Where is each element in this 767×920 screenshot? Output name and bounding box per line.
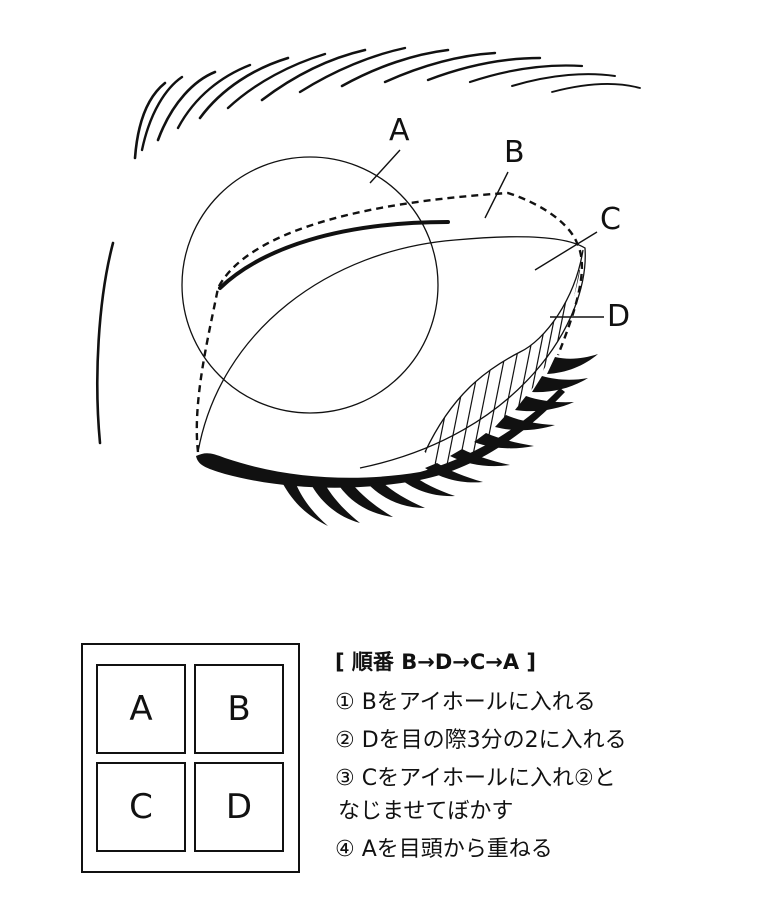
zone-label-b: B [504,135,525,170]
zone-label-c: C [600,202,621,237]
order-title: [ 順番 B→D→C→A ] [335,650,537,674]
palette-pan-d: D [194,762,284,852]
palette-pan-b: B [194,664,284,754]
zone-d-outline [424,249,584,453]
eye-makeup-diagram [96,46,641,526]
zone-b-dashed-outline [195,191,584,453]
step-3: ③ Cをアイホールに入れ②と [335,766,616,791]
leader-lines [369,149,604,318]
eyelashes [283,354,598,526]
step-1: ① Bをアイホールに入れる [335,690,596,715]
zone-label-d: D [607,299,631,334]
zone-c-eyelid [197,236,586,469]
eyeshadow-palette: A B C D [81,643,300,873]
face-contour [96,241,115,445]
palette-pan-a: A [96,664,186,754]
step-3-continued: なじませてぼかす [338,799,514,824]
step-4: ④ Aを目頭から重ねる [335,837,553,862]
zone-d-hatch [425,269,581,470]
zone-label-a: A [389,113,410,148]
zone-a-circle [181,156,439,414]
step-2: ② Dを目の際3分の2に入れる [335,728,627,753]
eyebrow [133,46,641,160]
eyelid-crease [218,220,450,290]
lash-line [196,388,565,488]
palette-pan-c: C [96,762,186,852]
